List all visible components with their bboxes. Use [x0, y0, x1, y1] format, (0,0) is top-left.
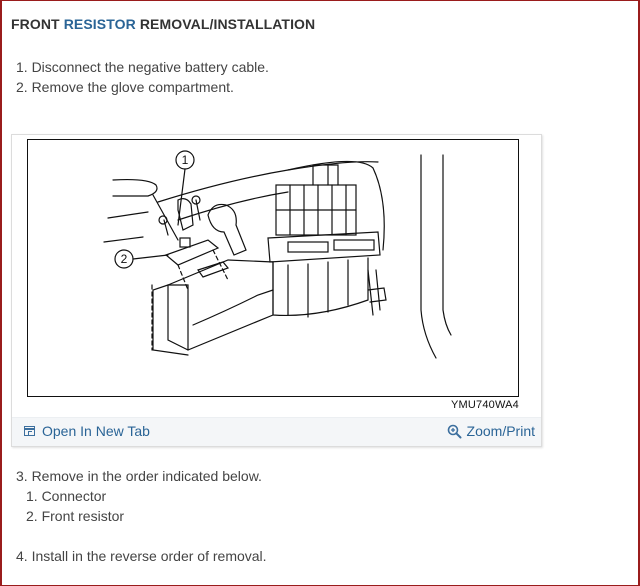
title-highlight: RESISTOR	[63, 16, 136, 32]
resistor-diagram[interactable]: 1 2	[27, 139, 519, 397]
substep-1: 1. Connector	[26, 488, 107, 504]
magnifier-plus-icon	[447, 424, 462, 438]
substeps-list: 1. Connector 2. Front resistor	[26, 486, 262, 526]
zoom-print-link[interactable]: Zoom/Print	[447, 423, 535, 439]
page-title: FRONT RESISTOR REMOVAL/INSTALLATION	[11, 16, 315, 32]
title-prefix: FRONT	[11, 16, 64, 32]
open-in-new-tab-icon	[24, 426, 35, 436]
figure-card: 1 2 YMU740WA4 Open In New Tab Zoom/Print	[11, 134, 542, 447]
callout-2-label: 2	[121, 252, 128, 266]
figure-code: YMU740WA4	[450, 399, 519, 411]
callout-1-label: 1	[182, 153, 189, 167]
step-4: 4. Install in the reverse order of remov…	[16, 548, 267, 564]
open-in-new-tab-link[interactable]: Open In New Tab	[24, 423, 150, 439]
step-3: 3. Remove in the order indicated below.	[16, 468, 262, 484]
steps-list-bottom: 3. Remove in the order indicated below. …	[16, 466, 262, 526]
title-suffix: REMOVAL/INSTALLATION	[135, 16, 316, 32]
step-1: 1. Disconnect the negative battery cable…	[16, 59, 269, 75]
diagram-drawing: 1 2	[103, 150, 452, 359]
figure-footer: Open In New Tab Zoom/Print	[12, 417, 541, 446]
zoom-print-label: Zoom/Print	[466, 423, 535, 439]
open-in-new-tab-label: Open In New Tab	[42, 423, 150, 439]
step-2: 2. Remove the glove compartment.	[16, 79, 234, 95]
steps-list-top: 1. Disconnect the negative battery cable…	[16, 57, 269, 97]
substep-2: 2. Front resistor	[26, 508, 125, 524]
